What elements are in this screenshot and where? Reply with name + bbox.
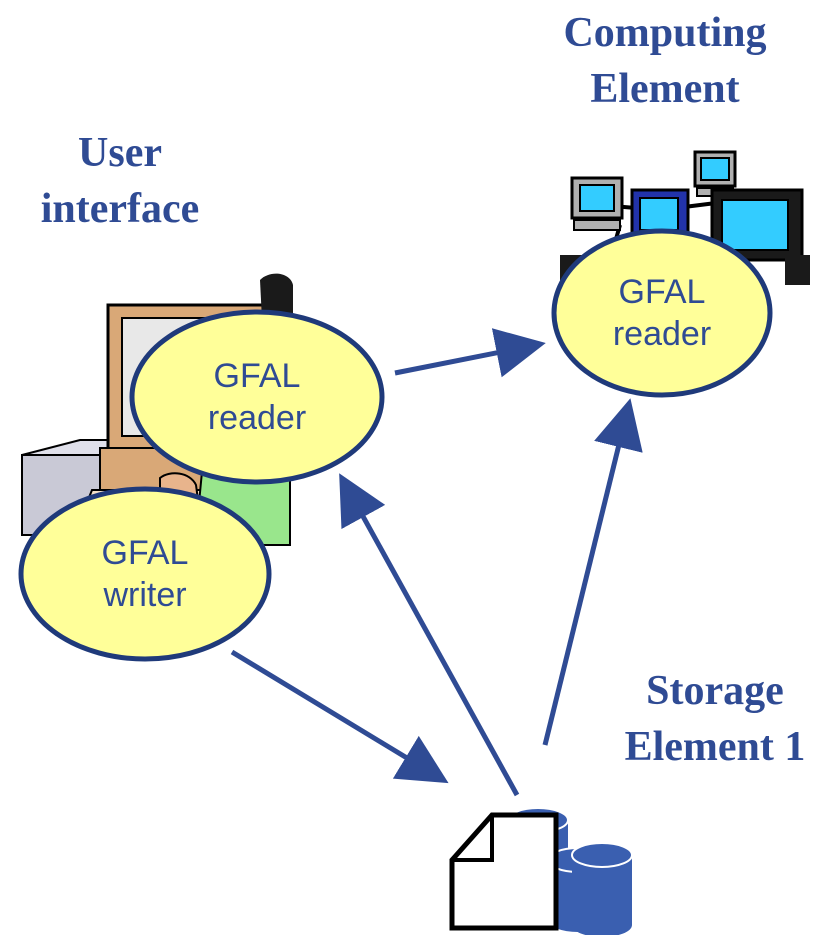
computing-element-label: Computing Element (540, 5, 790, 117)
storage-element-line1: Storage (646, 668, 784, 714)
storage-element-line2: Element 1 (624, 724, 806, 770)
ui-reader-line2: reader (207, 399, 307, 437)
ui-writer-line1: GFAL (101, 534, 189, 572)
ui-writer-bubble (18, 486, 272, 662)
user-interface-line2: interface (40, 186, 200, 232)
ce-reader-line2: reader (612, 315, 712, 353)
arrow-storage-to-ui-reader (339, 473, 520, 797)
document-icon (449, 812, 559, 931)
ui-reader-line1: GFAL (213, 357, 301, 395)
ce-reader-bubble (551, 228, 773, 398)
arrow-writer-to-storage (230, 649, 449, 784)
ui-reader-bubble (129, 309, 385, 485)
ui-reader-text: GFAL reader (185, 355, 329, 439)
user-interface-label: User interface (10, 125, 230, 237)
ui-writer-text: GFAL writer (73, 532, 217, 616)
ce-reader-text: GFAL reader (590, 271, 734, 355)
user-interface-line1: User (78, 130, 162, 176)
ce-reader-line1: GFAL (618, 273, 706, 311)
computing-element-line2: Element (590, 66, 740, 112)
arrow-ui-reader-to-ce (394, 328, 546, 378)
arrow-storage-to-ce (542, 398, 643, 746)
computing-element-line1: Computing (563, 10, 767, 56)
ui-writer-line2: writer (103, 576, 187, 614)
storage-element-label: Storage Element 1 (595, 663, 835, 775)
